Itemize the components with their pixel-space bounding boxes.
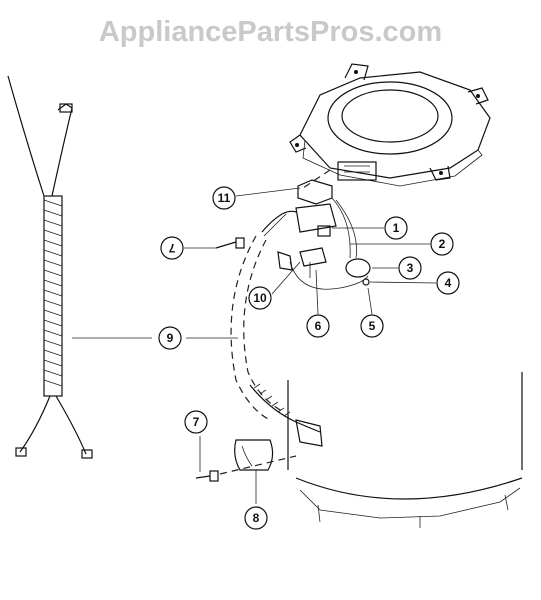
hose-dashed-path — [230, 235, 271, 421]
screw-upper — [215, 237, 245, 249]
hose-coil-upper — [261, 210, 297, 237]
callout-9: 9 — [158, 326, 182, 350]
hose-coil-lower — [249, 383, 323, 447]
callout-label: 1 — [393, 221, 400, 235]
switch-bracket — [277, 179, 371, 290]
hose-clamp — [219, 439, 297, 475]
hose-dashed-path-2 — [243, 239, 285, 413]
callout-label: 10 — [253, 291, 267, 305]
callout-label: 6 — [315, 319, 322, 333]
callout-6: 6 — [306, 314, 330, 338]
callout-3: 3 — [398, 256, 422, 280]
callout-label: 7 — [193, 415, 200, 429]
callout-label: 3 — [407, 261, 414, 275]
callout-label: 5 — [369, 319, 376, 333]
callout-11: 11 — [212, 186, 236, 210]
callout-label: 7 — [168, 241, 175, 255]
callout-1: 1 — [384, 216, 408, 240]
leader-dash — [299, 169, 331, 191]
coiled-harness — [7, 75, 93, 459]
callout-7-upper: 7 — [160, 236, 184, 260]
callout-7-lower: 7 — [184, 410, 208, 434]
tub-top-ring — [289, 63, 491, 187]
screw-lower — [195, 470, 219, 482]
callout-label: 9 — [167, 331, 174, 345]
watermark-text: AppliancePartsPros.com — [98, 16, 443, 48]
callout-10: 10 — [248, 286, 272, 310]
callout-5: 5 — [360, 314, 384, 338]
callout-2: 2 — [430, 232, 454, 256]
callout-4: 4 — [436, 271, 460, 295]
callout-label: 8 — [253, 511, 260, 525]
leader-lines — [72, 187, 437, 504]
callout-label: 11 — [218, 191, 231, 205]
callout-8: 8 — [244, 506, 268, 530]
tub-body — [287, 372, 523, 528]
callout-label: 4 — [445, 276, 452, 290]
callout-label: 2 — [439, 237, 446, 251]
